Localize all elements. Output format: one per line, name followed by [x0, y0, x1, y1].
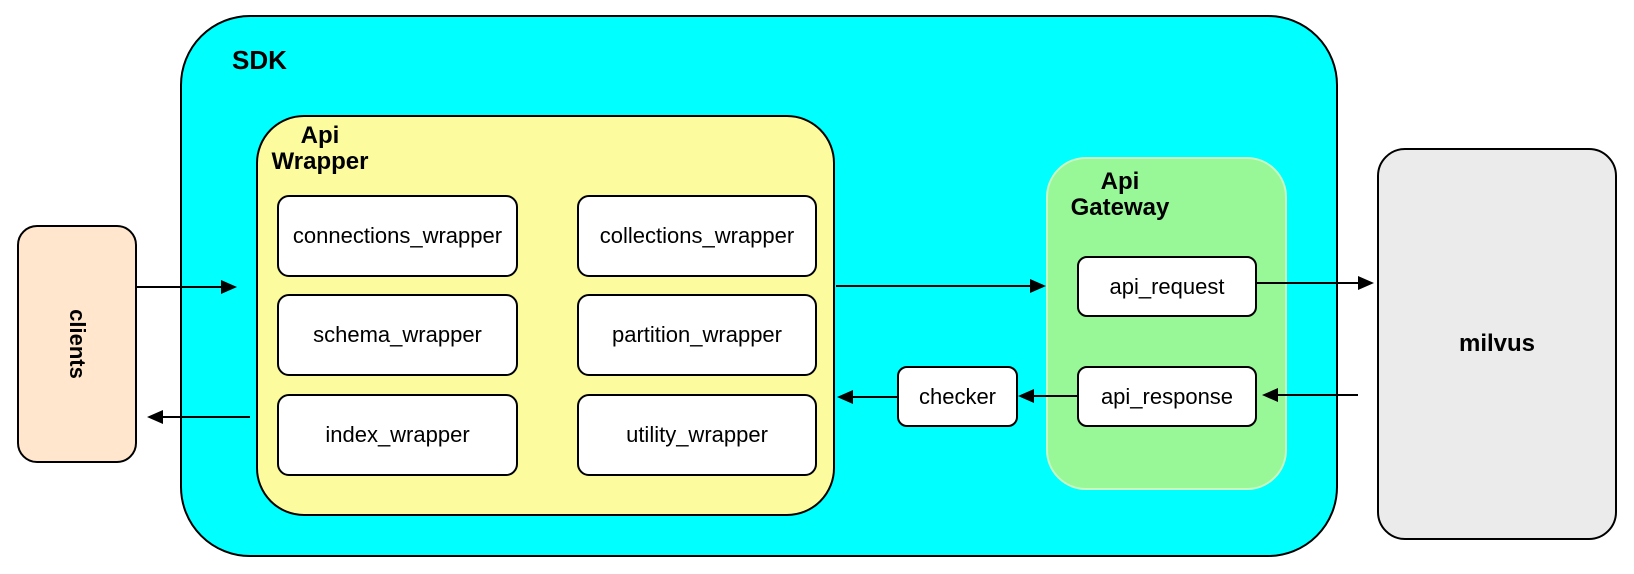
- api-gateway-label-line1: Api: [1100, 168, 1140, 195]
- sdk-label: SDK: [232, 45, 287, 75]
- arrow-head-left-icon: [1018, 389, 1034, 403]
- arrow-head-left-icon: [1262, 388, 1278, 402]
- arrow-head-right-icon: [1358, 276, 1374, 290]
- api-request-node: api_request: [1077, 256, 1257, 317]
- clients-label: clients: [64, 309, 90, 379]
- checker-label: checker: [918, 383, 997, 409]
- module-label: collections_wrapper: [599, 223, 795, 248]
- api-gateway-container: Api Gateway api_request api_response: [1046, 157, 1287, 490]
- module-label: connections_wrapper: [292, 223, 503, 248]
- module-utility-wrapper: utility_wrapper: [577, 394, 817, 476]
- module-index-wrapper: index_wrapper: [277, 394, 518, 476]
- api-response-label: api_response: [1100, 383, 1234, 409]
- api-request-label: api_request: [1109, 273, 1225, 299]
- arrow-line: [1278, 394, 1358, 396]
- milvus-label: milvus: [1458, 330, 1536, 357]
- module-label: partition_wrapper: [612, 322, 782, 347]
- module-connections-wrapper: connections_wrapper: [277, 195, 518, 277]
- arrow-line: [853, 396, 897, 398]
- arrow-head-left-icon: [837, 390, 853, 404]
- module-label: schema_wrapper: [313, 322, 482, 347]
- api-gateway-label: Api Gateway: [1070, 168, 1170, 222]
- api-wrapper-label: Api Wrapper: [270, 122, 370, 176]
- arrow-line: [836, 285, 1032, 287]
- arrow-line: [163, 416, 250, 418]
- arrow-line: [137, 286, 223, 288]
- module-schema-wrapper: schema_wrapper: [277, 294, 518, 376]
- arrow-head-right-icon: [221, 280, 237, 294]
- api-response-node: api_response: [1077, 366, 1257, 427]
- checker-node: checker: [897, 366, 1018, 427]
- arrow-line: [1034, 395, 1077, 397]
- api-wrapper-container: Api Wrapper connections_wrapper collecti…: [256, 115, 835, 516]
- arrow-line: [1257, 282, 1360, 284]
- clients-node: clients: [17, 225, 137, 463]
- module-partition-wrapper: partition_wrapper: [577, 294, 817, 376]
- arrow-head-left-icon: [147, 410, 163, 424]
- module-collections-wrapper: collections_wrapper: [577, 195, 817, 277]
- arrow-head-right-icon: [1030, 279, 1046, 293]
- module-label: index_wrapper: [325, 422, 470, 447]
- milvus-node: milvus: [1377, 148, 1617, 540]
- module-label: utility_wrapper: [626, 422, 768, 447]
- api-wrapper-label-line2: Wrapper: [271, 148, 369, 176]
- api-wrapper-label-line1: Api: [300, 122, 340, 149]
- api-gateway-label-line2: Gateway: [1070, 194, 1170, 222]
